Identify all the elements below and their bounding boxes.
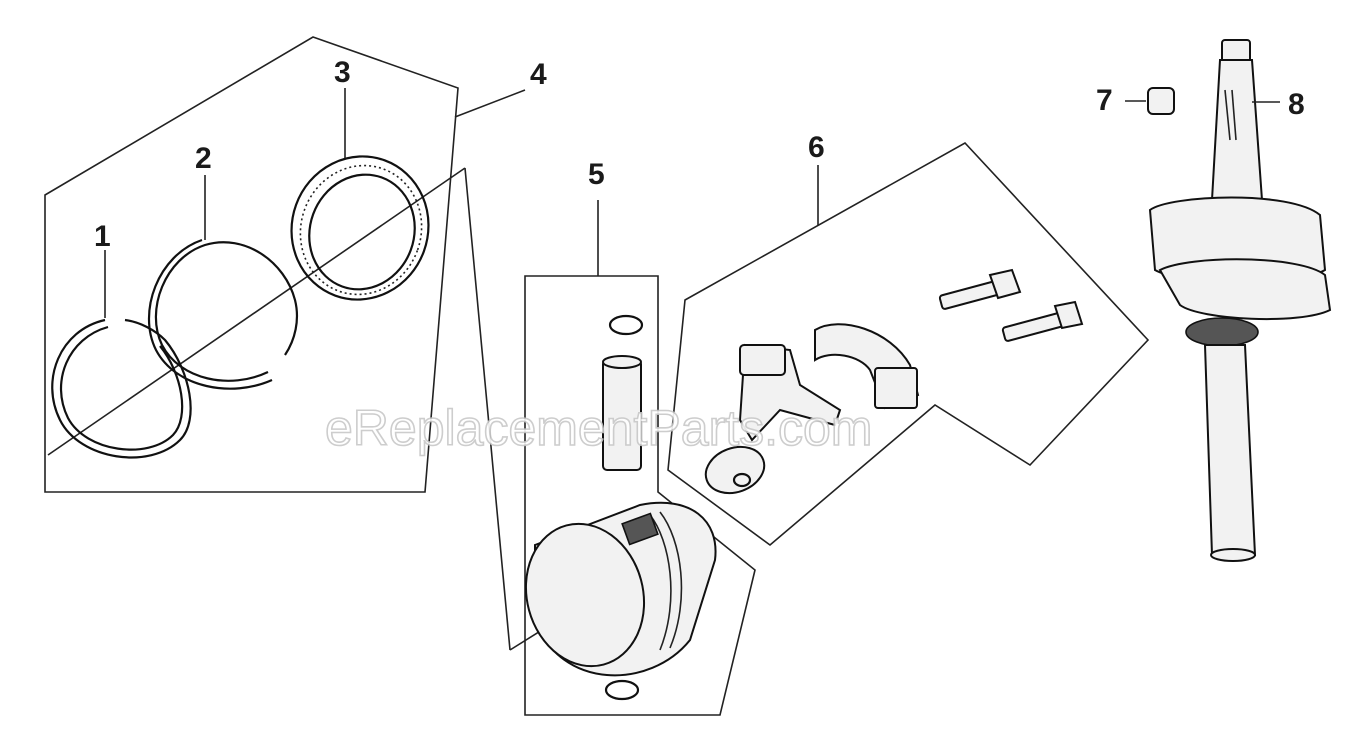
- piston-axis-line: [464, 167, 511, 651]
- key-part[interactable]: [1147, 87, 1175, 115]
- rod-cap[interactable]: [814, 323, 920, 410]
- callout-4: 4: [530, 58, 547, 91]
- callout-1: 1: [94, 220, 111, 253]
- piston-group: [464, 167, 756, 716]
- callout-7: 7: [1096, 84, 1113, 117]
- conrod-group-outline: [667, 141, 1150, 547]
- rod-bolt-2[interactable]: [1001, 300, 1084, 342]
- callout-8: 8: [1288, 88, 1305, 121]
- piston-pin[interactable]: [602, 355, 642, 471]
- crankshaft-part[interactable]: [1148, 39, 1332, 562]
- circlip-top[interactable]: [608, 314, 644, 336]
- leader-4: [454, 89, 526, 118]
- connecting-rod[interactable]: [699, 343, 842, 501]
- callout-2: 2: [195, 142, 212, 175]
- callout-6: 6: [808, 131, 825, 164]
- piston-ring-2[interactable]: [147, 238, 299, 390]
- watermark: eReplacementParts.com: [325, 400, 872, 456]
- piston-group-outline: [524, 275, 756, 716]
- rod-bolt-1[interactable]: [938, 268, 1022, 310]
- ring-set-outline: [44, 36, 459, 493]
- callout-5: 5: [588, 158, 605, 191]
- piston-ring-1[interactable]: [51, 318, 192, 459]
- piston[interactable]: [510, 501, 717, 680]
- ring-set-group: [44, 36, 526, 493]
- conrod-group: [667, 141, 1150, 547]
- ring-axis-line: [47, 167, 466, 456]
- circlip-bottom[interactable]: [604, 679, 640, 701]
- callout-3: 3: [334, 56, 351, 89]
- piston-ring-3[interactable]: [271, 137, 448, 319]
